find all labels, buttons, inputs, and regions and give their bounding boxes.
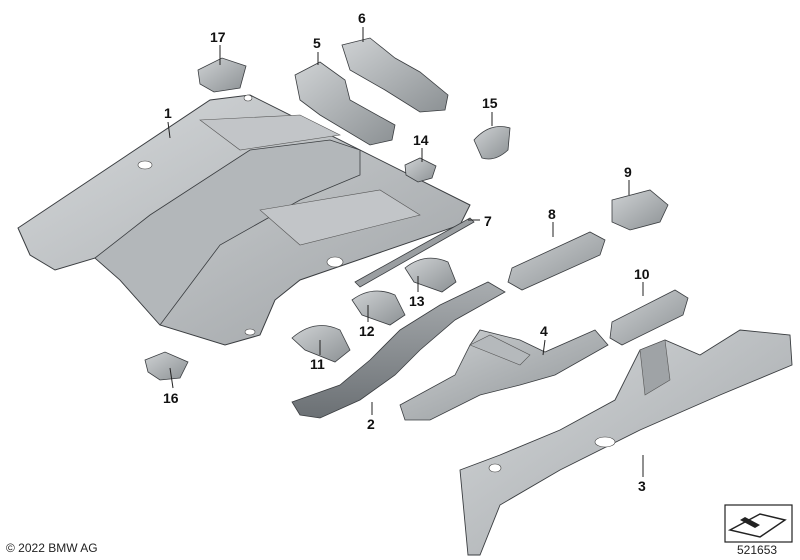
bracket-part-12 <box>351 290 406 326</box>
bracket-part-16 <box>144 351 189 381</box>
reference-symbol <box>724 504 793 543</box>
bracket-part-14 <box>404 157 437 183</box>
copyright-text: © 2022 BMW AG <box>6 541 98 555</box>
callout-11: 11 <box>310 356 325 372</box>
callout-6: 6 <box>358 10 366 26</box>
bracket-part-10 <box>609 289 689 346</box>
bracket-part-8 <box>507 231 606 291</box>
callout-17: 17 <box>210 29 226 45</box>
leader-1 <box>167 121 171 139</box>
callout-9: 9 <box>624 164 632 180</box>
callout-7: 7 <box>484 213 492 229</box>
cross-member-part-5 <box>294 61 396 146</box>
callout-14: 14 <box>413 132 429 148</box>
leader-4 <box>542 339 546 356</box>
callout-13: 13 <box>409 293 425 309</box>
cap-part-15 <box>473 126 511 160</box>
callout-16: 16 <box>163 390 179 406</box>
leader-lines <box>167 27 644 477</box>
callout-15: 15 <box>482 95 498 111</box>
cross-member-part-4 <box>399 329 609 421</box>
callout-5: 5 <box>313 35 321 51</box>
callout-10: 10 <box>634 266 650 282</box>
callout-2: 2 <box>367 416 375 432</box>
image-number: 521653 <box>737 543 778 557</box>
longitudinal-member-part-2 <box>291 281 506 419</box>
bracket-part-11 <box>291 325 351 363</box>
leader-16 <box>169 367 174 389</box>
bracket-part-17 <box>197 57 247 93</box>
callout-1: 1 <box>164 105 172 121</box>
cross-member-part-6 <box>341 37 449 113</box>
floor-panel-part-1 <box>17 94 471 346</box>
callout-8: 8 <box>548 206 556 222</box>
bracket-part-13 <box>404 257 457 293</box>
side-sill-part-3 <box>459 329 793 556</box>
callout-4: 4 <box>540 323 548 339</box>
callout-12: 12 <box>359 323 375 339</box>
bracket-part-9 <box>611 189 669 231</box>
callout-3: 3 <box>638 478 646 494</box>
strip-part-7 <box>354 217 475 288</box>
